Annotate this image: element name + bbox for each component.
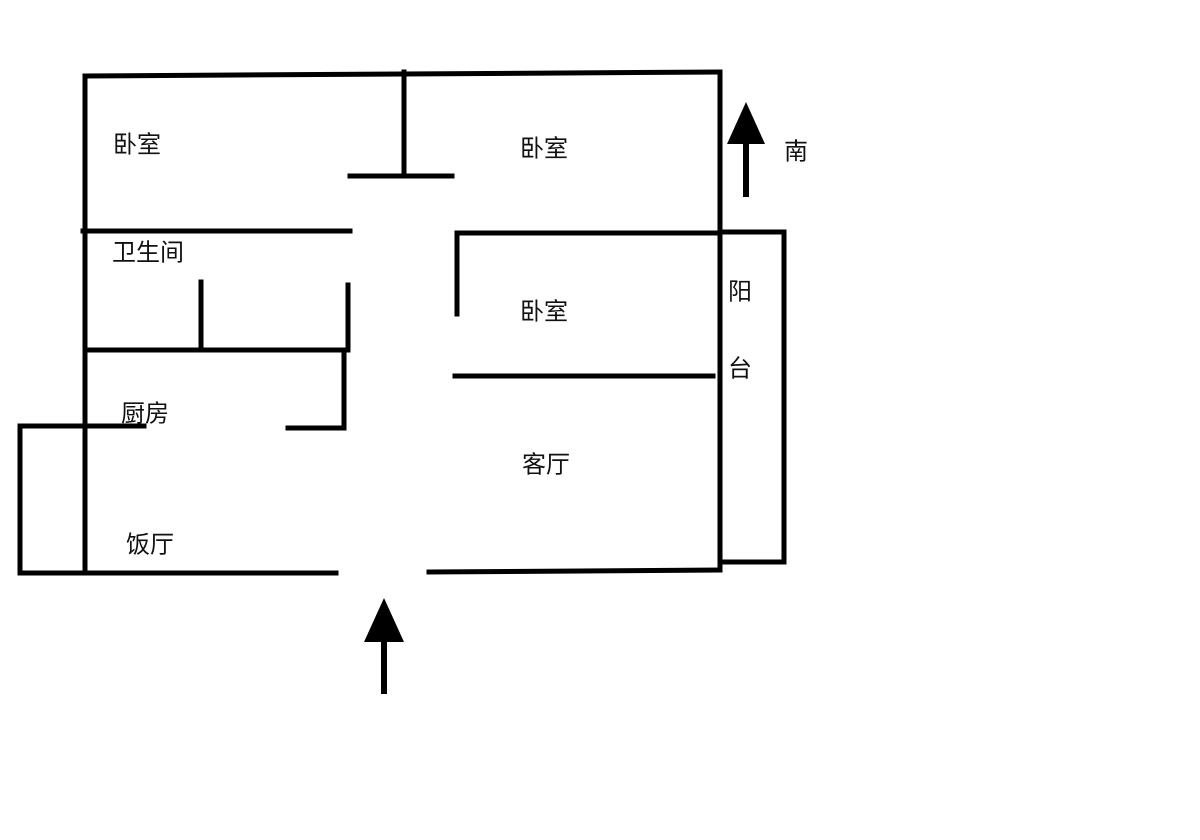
entrance-arrow-icon [364, 598, 404, 694]
direction-label-south: 南 [784, 137, 808, 166]
room-label-dining-room: 饭厅 [126, 530, 174, 559]
room-label-bedroom-mid: 卧室 [520, 297, 568, 326]
room-label-living-room: 客厅 [522, 450, 570, 479]
room-label-bedroom-nw: 卧室 [113, 130, 161, 159]
wall-bottom-east [426, 567, 723, 575]
balcony-label-char1: 阳 [728, 277, 752, 306]
room-label-bedroom-ne: 卧室 [520, 134, 568, 163]
room-label-kitchen: 厨房 [121, 399, 169, 428]
room-label-bathroom: 卫生间 [112, 238, 184, 267]
north-arrow-icon [727, 102, 765, 197]
balcony-label-char2: 台 [728, 354, 752, 383]
